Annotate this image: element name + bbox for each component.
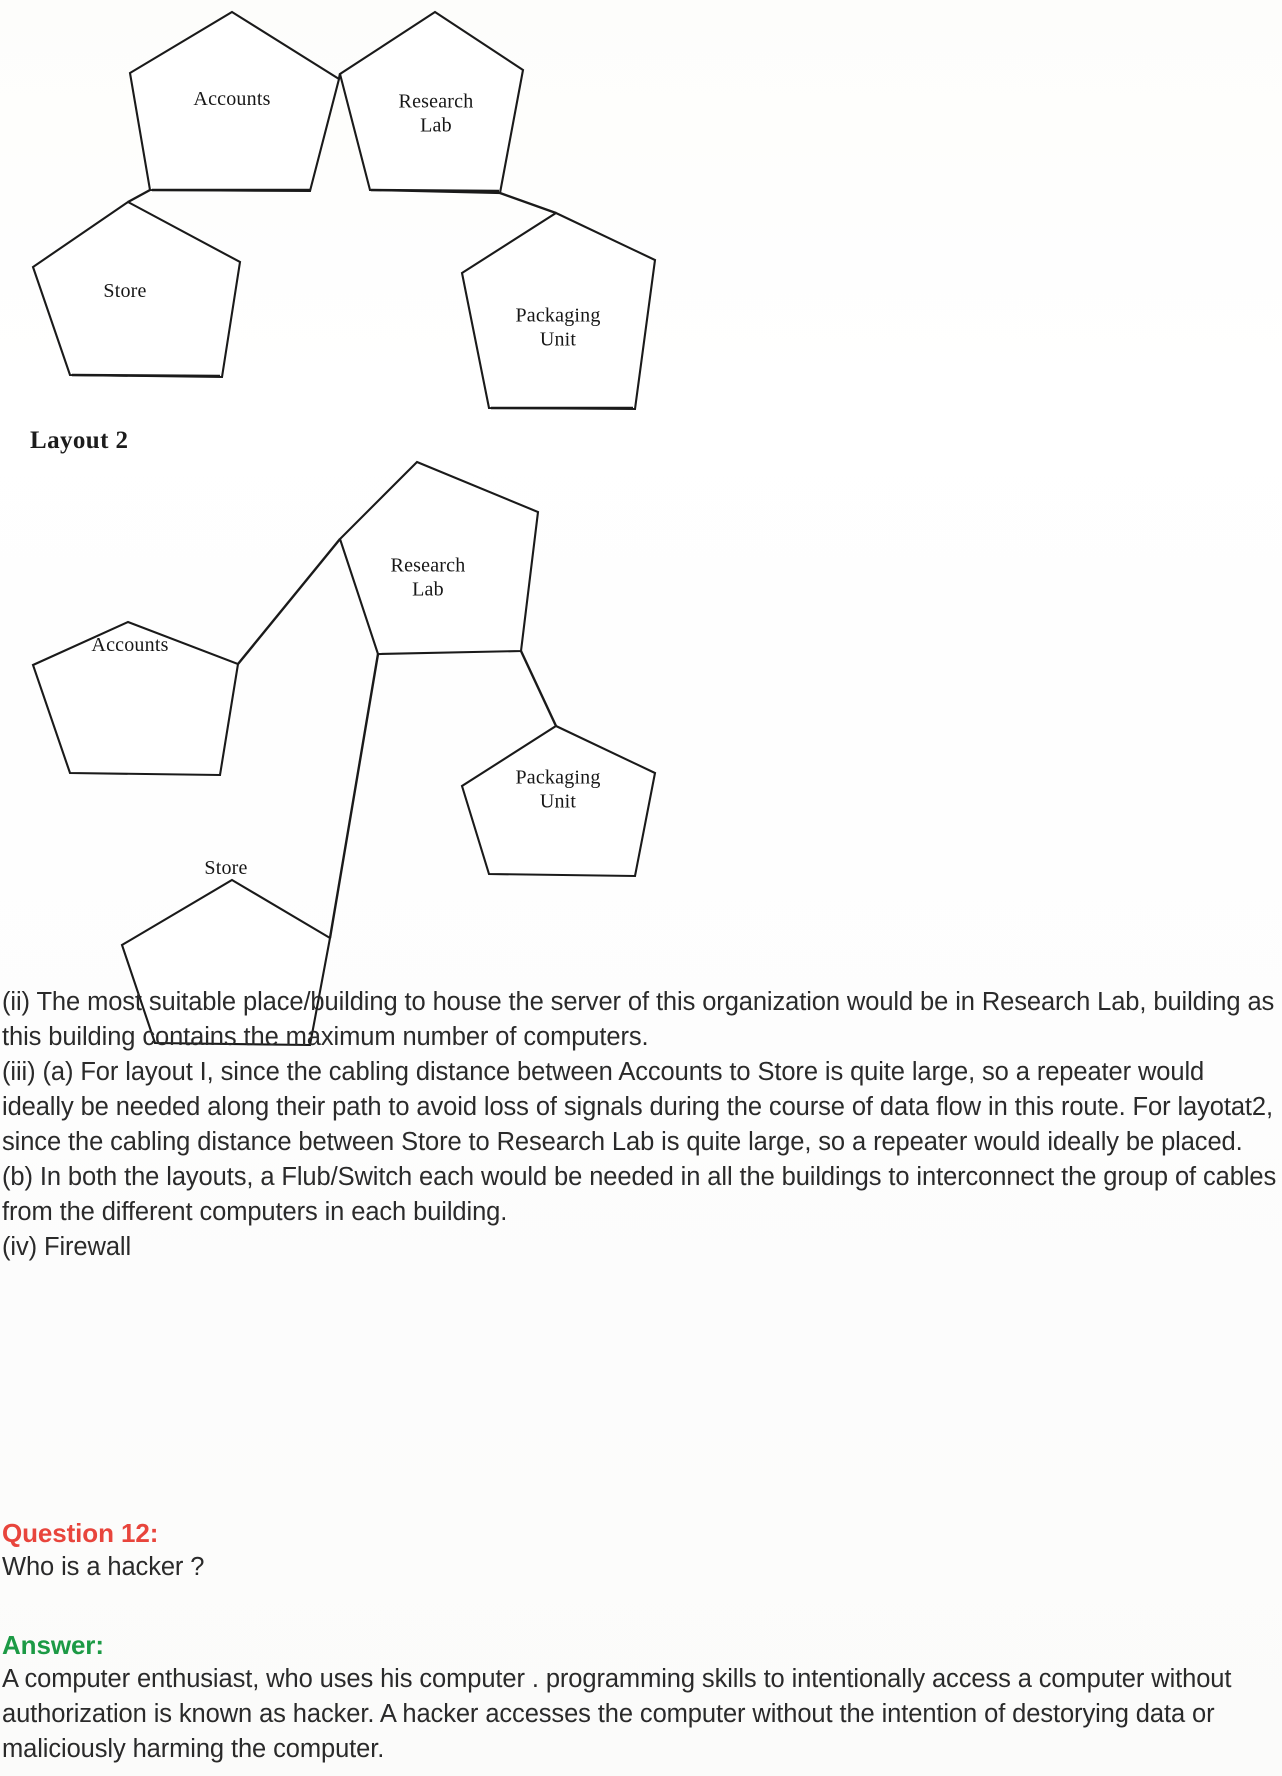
layout2-label-research-lab: Research Lab	[390, 554, 466, 600]
question-section: Question 12: Who is a hacker ?	[2, 1516, 1280, 1585]
answer-line-iii-a: (iii) (a) For layout I, since the cablin…	[2, 1058, 1273, 1156]
layout1-research-base-emphasis	[370, 188, 500, 193]
layout2-label-accounts: Accounts	[91, 634, 169, 657]
layout2-packaging-shape	[460, 724, 657, 878]
layout2-link-research-packaging	[519, 650, 558, 727]
layout2-heading: Layout 2	[30, 427, 129, 454]
layout1-link-research-packaging	[499, 191, 557, 215]
answer-line-iv: (iv) Firewall	[2, 1233, 132, 1261]
layout1-label-store: Store	[103, 280, 147, 303]
layout1-label-accounts: Accounts	[193, 88, 271, 111]
question-heading: Question 12:	[2, 1518, 159, 1548]
layout2-group	[31, 460, 657, 1047]
layout2-store-shape	[120, 878, 332, 1047]
layout1-link-accounts-store	[127, 188, 151, 204]
answer-continuation-text: (ii) The most suitable place/building to…	[2, 985, 1280, 1265]
answer-section: Answer: A computer enthusiast, who uses …	[2, 1628, 1280, 1767]
layout1-label-research-lab: Research Lab	[398, 90, 474, 136]
layout1-group	[31, 10, 657, 411]
answer-line-ii: (ii) The most suitable place/building to…	[2, 988, 1275, 1051]
layout1-label-packaging-unit: Packaging Unit	[515, 304, 601, 350]
layout1-store-base-emphasis	[71, 373, 221, 378]
answer-line-iii-b: (b) In both the layouts, a Flub/Switch e…	[2, 1163, 1277, 1226]
layout2-label-store: Store	[204, 857, 248, 880]
layout2-link-accounts-research	[237, 538, 341, 665]
layout2-accounts-shape	[31, 620, 240, 777]
layout2-label-packaging-unit: Packaging Unit	[515, 766, 601, 812]
answer-text: A computer enthusiast, who uses his comp…	[2, 1665, 1232, 1763]
layout2-link-research-store	[328, 653, 380, 939]
layout1-link-accounts-research	[337, 73, 342, 80]
answer-heading: Answer:	[2, 1630, 104, 1660]
network-layout-diagrams: Accounts Research Lab Store Packaging Un…	[30, 10, 657, 1047]
layout2-research-lab-shape	[338, 460, 540, 656]
layout-diagrams-svg	[31, 10, 657, 1047]
question-text: Who is a hacker ?	[2, 1553, 205, 1581]
